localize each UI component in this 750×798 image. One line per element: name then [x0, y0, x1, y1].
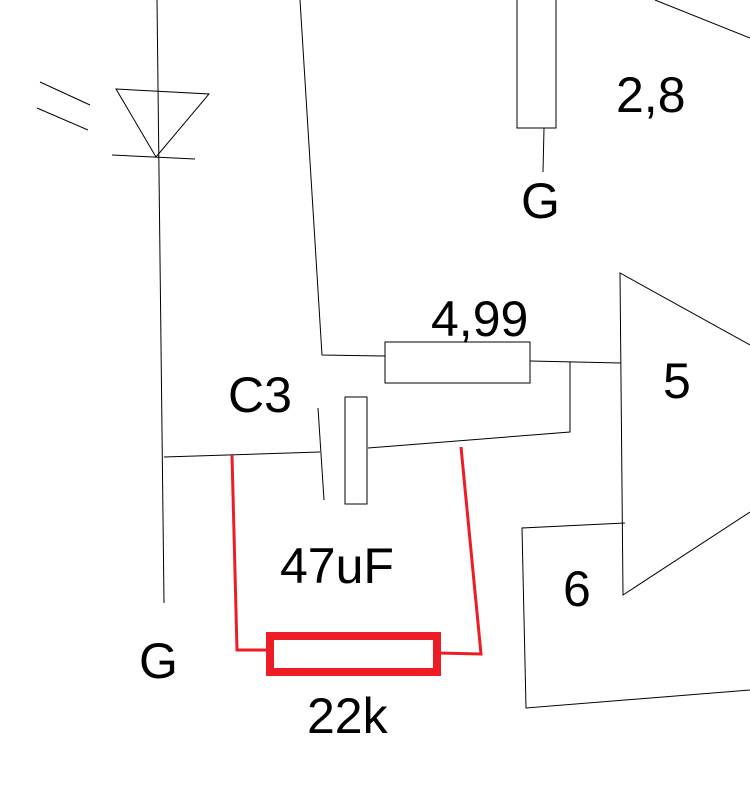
- label-capacitor-value: 47uF: [280, 538, 394, 594]
- light-ray-lower: [36, 107, 89, 131]
- capacitor-c3: [317, 396, 368, 505]
- label-resistor-499-value: 4,99: [431, 291, 528, 347]
- diode-triangle: [115, 88, 211, 158]
- wire-feedback-node: [367, 362, 571, 449]
- resistor-22k-body: [266, 632, 441, 676]
- light-ray-upper: [39, 81, 91, 106]
- label-ground-left: G: [139, 633, 178, 689]
- capacitor-plate-left: [317, 407, 325, 501]
- red-wire-right: [436, 446, 483, 656]
- wire-resistor-top-to-ground: [542, 127, 545, 173]
- resistor-22k-highlighted: [230, 446, 483, 676]
- diode-bar: [111, 154, 196, 160]
- wire-resistor-499-to-opamp: [529, 360, 622, 364]
- upper-opamp-edge: [654, 0, 750, 39]
- photodiode: [36, 81, 211, 160]
- red-wire-left: [230, 454, 270, 652]
- resistor-top-body: [516, 0, 557, 129]
- wire-top-to-resistor-499: [299, 0, 386, 357]
- label-opamp-pin-5: 5: [663, 353, 691, 409]
- wire-opamp-pin6-loop: [521, 522, 750, 709]
- label-ground-top: G: [521, 173, 560, 229]
- label-capacitor-ref: C3: [228, 367, 292, 423]
- resistor-top: [516, 0, 557, 173]
- wire-diode-to-capacitor: [163, 451, 321, 458]
- capacitor-plate-right: [344, 396, 368, 505]
- resistor-499-body: [384, 341, 531, 384]
- label-resistor-22k-value: 22k: [307, 688, 389, 744]
- opamp-body: [619, 272, 750, 596]
- label-opamp-pin-6: 6: [563, 561, 591, 617]
- label-resistor-top-value: 2,8: [616, 67, 686, 123]
- wire-diode-vertical: [156, 0, 165, 604]
